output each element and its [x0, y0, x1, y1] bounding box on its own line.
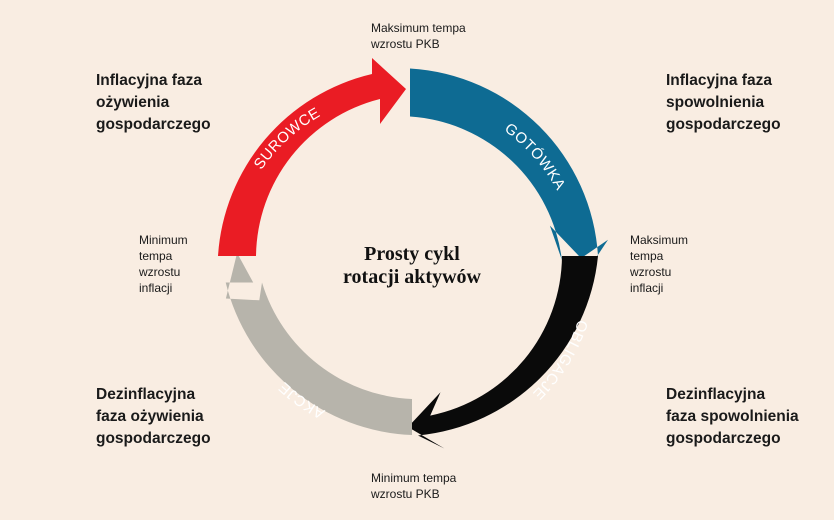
- segment-commodities-label: SUROWCE: [251, 104, 324, 172]
- phase-label-top-right: Inflacyjna faza spowolnienia gospodarcze…: [666, 72, 781, 133]
- marker-label-right: Maksimum tempa wzrostu inflacji: [630, 233, 689, 295]
- marker-label-bottom: Minimum tempa wzrostu PKB: [371, 471, 457, 501]
- marker-label-top: Maksimum tempa wzrostu PKB: [371, 21, 466, 51]
- segment-commodities: [218, 58, 406, 256]
- phase-label-bottom-left: Dezinflacyjna faza ożywienia gospodarcze…: [96, 386, 211, 447]
- segment-cash: [410, 68, 608, 269]
- phase-label-top-left: Inflacyjna faza ożywienia gospodarczego: [96, 72, 211, 133]
- phase-label-bottom-right: Dezinflacyjna faza spowolnienia gospodar…: [666, 386, 799, 447]
- diagram-title: Prosty cykl rotacji aktywów: [343, 243, 481, 288]
- marker-label-left: Minimum tempa wzrostu inflacji: [139, 233, 188, 295]
- segment-stocks: [225, 253, 412, 435]
- segment-bonds: [408, 256, 598, 449]
